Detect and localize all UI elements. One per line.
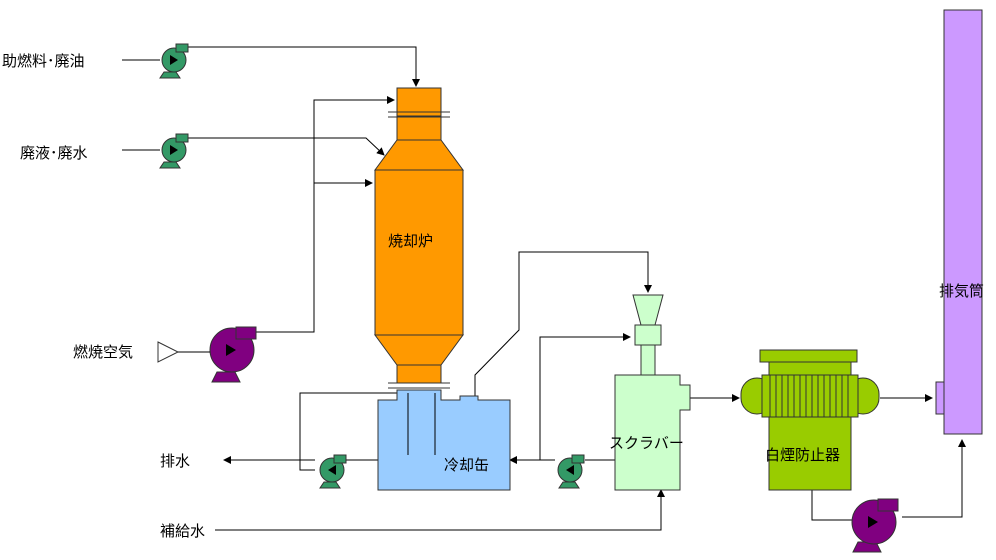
demister-label: 白煙防止器 bbox=[765, 446, 840, 464]
exhaust-stack: 排気筒 bbox=[935, 9, 984, 435]
centrifugal-pump-icon bbox=[159, 43, 189, 79]
centrifugal-pump-icon bbox=[557, 454, 585, 489]
aux-fuel-label: 助燃料･廃油 bbox=[2, 52, 85, 70]
demister: 白煙防止器 bbox=[740, 349, 880, 491]
centrifugal-pump-icon bbox=[319, 454, 347, 489]
quench-tank: 冷却缶 bbox=[377, 389, 511, 491]
stack-label: 排気筒 bbox=[939, 282, 984, 300]
blower-icon bbox=[851, 498, 899, 553]
air-inlet-triangle-icon bbox=[157, 341, 210, 363]
quench-tank-label: 冷却缶 bbox=[444, 456, 489, 474]
drain-label: 排水 bbox=[160, 452, 190, 470]
incinerator-label: 焼却炉 bbox=[388, 232, 433, 250]
waste-liquid-label: 廃液･廃水 bbox=[20, 144, 88, 162]
makeup-water-label: 補給水 bbox=[160, 522, 205, 540]
combustion-air-label: 燃焼空気 bbox=[73, 343, 133, 361]
blower-icon bbox=[209, 326, 257, 383]
centrifugal-pump-icon bbox=[159, 133, 189, 169]
scrubber: スクラバー bbox=[609, 294, 691, 491]
scrubber-label: スクラバー bbox=[609, 434, 684, 452]
incinerator: 焼却炉 bbox=[374, 87, 464, 389]
